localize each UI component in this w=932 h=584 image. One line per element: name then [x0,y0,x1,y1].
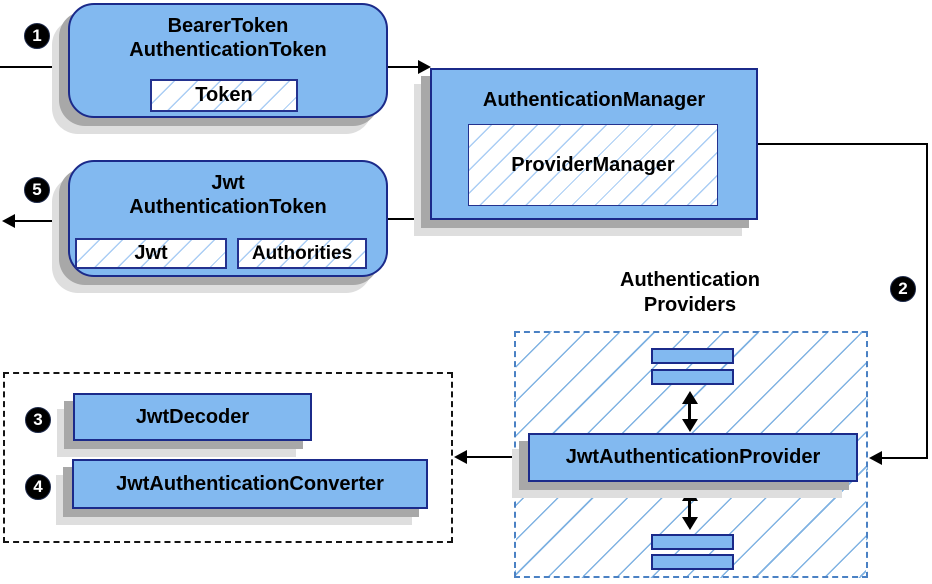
jwt-authentication-provider-node: JwtAuthenticationProvider [528,433,858,482]
jwt-authentication-converter-node: JwtAuthenticationConverter [72,459,428,509]
incoming-request-line [0,66,70,68]
step-2-number: 2 [898,279,908,298]
arrowhead-down-icon [682,419,698,432]
arrowhead-up-icon [682,488,698,501]
other-provider-rect [651,369,734,385]
step-4-number: 4 [33,477,43,496]
step-3-badge: 3 [25,407,51,433]
step-1-number: 1 [32,26,42,45]
node-title-line: Jwt [211,172,245,194]
authentication-providers-title: Authentication Providers [540,268,840,318]
jwt-authentication-provider-label: JwtAuthenticationProvider [565,446,821,468]
arrowhead-left-icon [454,450,467,464]
jwt-field-box: Jwt [75,238,227,269]
token-field-label: Token [195,84,253,106]
step-3-number: 3 [33,410,43,429]
arrowhead-left-icon [869,451,882,465]
group-title-line: Providers [643,294,737,316]
jwt-authentication-token-node: Jwt AuthenticationToken Jwt Authorities [68,160,388,277]
step-2-badge: 2 [890,276,916,302]
authentication-manager-title: AuthenticationManager [482,89,706,111]
authorities-field-label: Authorities [251,242,353,264]
node-title-line: AuthenticationToken [129,39,327,61]
group-title-line: Authentication [620,269,760,291]
token-field-box: Token [150,79,298,112]
bearer-token-authentication-token-node: BearerToken AuthenticationToken Token [68,3,388,118]
arrowhead-up-icon [682,391,698,404]
manager-to-provider-line-h1 [757,143,928,145]
bearer-to-manager-line [388,66,420,68]
jwt-field-label: Jwt [134,242,168,264]
step-5-badge: 5 [24,177,50,203]
jwt-outgoing-line [12,220,68,222]
node-title-line: BearerToken [167,15,289,37]
arrowhead-left-icon [2,214,15,228]
step-5-number: 5 [32,180,42,199]
authorities-field-box: Authorities [237,238,367,269]
step-4-badge: 4 [25,474,51,500]
manager-to-provider-line-v [926,143,928,459]
decoder-converter-group-box [3,372,453,543]
other-provider-rect [651,554,734,570]
step-1-badge: 1 [24,23,50,49]
arrowhead-down-icon [682,517,698,530]
jwt-decoder-node: JwtDecoder [73,393,312,441]
node-title-line: AuthenticationToken [129,196,327,218]
authentication-manager-node: AuthenticationManager ProviderManager [430,68,758,220]
manager-to-provider-line-h2 [881,457,928,459]
provider-manager-box: ProviderManager [468,124,718,206]
provider-to-decoder-line [466,456,528,458]
provider-top-link-line [688,402,691,421]
other-provider-rect [651,534,734,550]
provider-manager-label: ProviderManager [511,153,675,176]
jwt-authentication-converter-label: JwtAuthenticationConverter [116,472,384,495]
arrowhead-right-icon [418,60,431,74]
other-provider-rect [651,348,734,364]
provider-bottom-link-line [688,499,691,518]
manager-to-jwt-line [386,218,430,220]
jwt-decoder-label: JwtDecoder [135,405,250,428]
